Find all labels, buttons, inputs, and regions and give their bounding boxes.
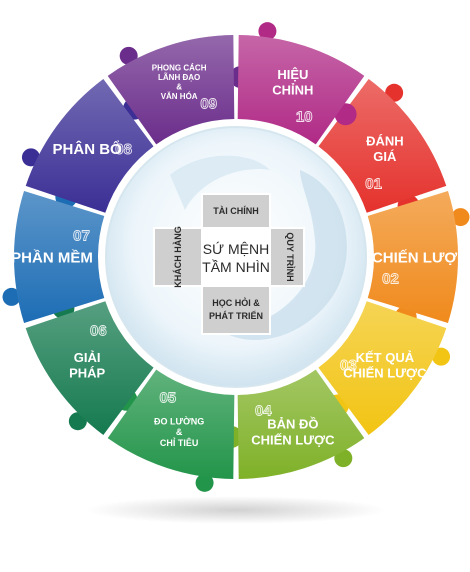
- segment-label-line: ĐÁNH: [366, 134, 404, 149]
- segment-number: 06: [90, 322, 107, 339]
- segment-label-line: BẢN ĐỒ: [267, 417, 318, 432]
- center-hub: TÀI CHÍNH QUY TRÌNH KHÁCH HÀNG HỌC HỎI &…: [105, 126, 367, 388]
- segment-label-line: PHONG CÁCH: [152, 63, 207, 72]
- core-vision: TẦM NHÌN: [202, 259, 270, 275]
- puzzle-tab: [2, 287, 21, 306]
- segment-label-line: VĂN HÓA: [161, 92, 198, 101]
- hub-swirl-2: [170, 155, 270, 210]
- segment-label-line: &: [176, 83, 182, 92]
- segment-label-line: GIẢI: [74, 350, 101, 365]
- perspective-customer: KHÁCH HÀNG: [173, 226, 183, 288]
- puzzle-tab: [451, 208, 470, 227]
- segment-gloss: [25, 79, 154, 213]
- segment-label-line: ĐO LƯỜNG: [154, 415, 204, 426]
- segment-label-line: PHÂN BỔ: [53, 140, 123, 158]
- segment-gloss: [25, 301, 154, 435]
- segment-label-line: KẾT QUẢ: [356, 350, 415, 365]
- perspective-process: QUY TRÌNH: [285, 232, 295, 281]
- segment-label-line: LÃNH ĐẠO: [158, 73, 200, 82]
- segment-05: ĐO LƯỜNG&CHỈ TIÊU 05: [107, 369, 235, 492]
- segment-number: 09: [200, 95, 217, 112]
- perspective-finance: TÀI CHÍNH: [213, 206, 259, 216]
- bsc-right-block: [269, 227, 305, 287]
- perspective-learning-line-2: PHÁT TRIỂN: [209, 310, 263, 321]
- segment-number: 08: [115, 141, 132, 158]
- segment-number: 03: [340, 357, 357, 374]
- segment-label-line: GIÁ: [373, 149, 397, 164]
- segment-label-line: HIỆU: [277, 67, 308, 82]
- segment-label-line: &: [176, 427, 183, 437]
- segment-label-line: CHIẾN LƯỢC: [372, 249, 468, 266]
- segment-label-line: CHỈNH: [272, 82, 313, 97]
- puzzle-tab: [258, 22, 277, 41]
- segment-label-line: CHỈ TIÊU: [160, 437, 199, 448]
- segment-gloss: [367, 190, 459, 324]
- segment-number: 04: [255, 403, 272, 420]
- bsc-bottom-block: [201, 285, 271, 335]
- segment-number: 02: [382, 271, 399, 288]
- puzzle-tab: [195, 473, 214, 492]
- segment-label-line: CHIẾN LƯỢC: [343, 366, 427, 381]
- segment-gloss: [107, 369, 235, 479]
- segment-label-line: CHIẾN LƯỢC: [251, 432, 335, 447]
- segment-gloss: [237, 369, 365, 479]
- segment-gloss: [107, 35, 235, 145]
- segment-gloss: [237, 35, 365, 145]
- perspective-learning-line-1: HỌC HỎI &: [212, 297, 260, 308]
- segment-07: PHẦN MỀM 07: [2, 185, 105, 324]
- segment-label-line: PHÁP: [69, 366, 105, 381]
- segment-gloss: [318, 301, 447, 435]
- core-mission: SỨ MỆNH: [203, 241, 269, 257]
- segment-gloss: [13, 190, 105, 324]
- segment-number: 07: [73, 228, 90, 245]
- bsc-plus-shape: [153, 193, 305, 335]
- bsc-top-block: [201, 193, 271, 229]
- segment-number: 05: [159, 389, 176, 406]
- segment-label-line: PHẦN MỀM: [11, 249, 93, 266]
- segment-number: 10: [296, 109, 313, 126]
- segment-number: 01: [365, 176, 382, 193]
- wheel-shadow: [86, 496, 386, 524]
- hub-swirl: [220, 170, 347, 340]
- bsc-core-block: [201, 227, 271, 287]
